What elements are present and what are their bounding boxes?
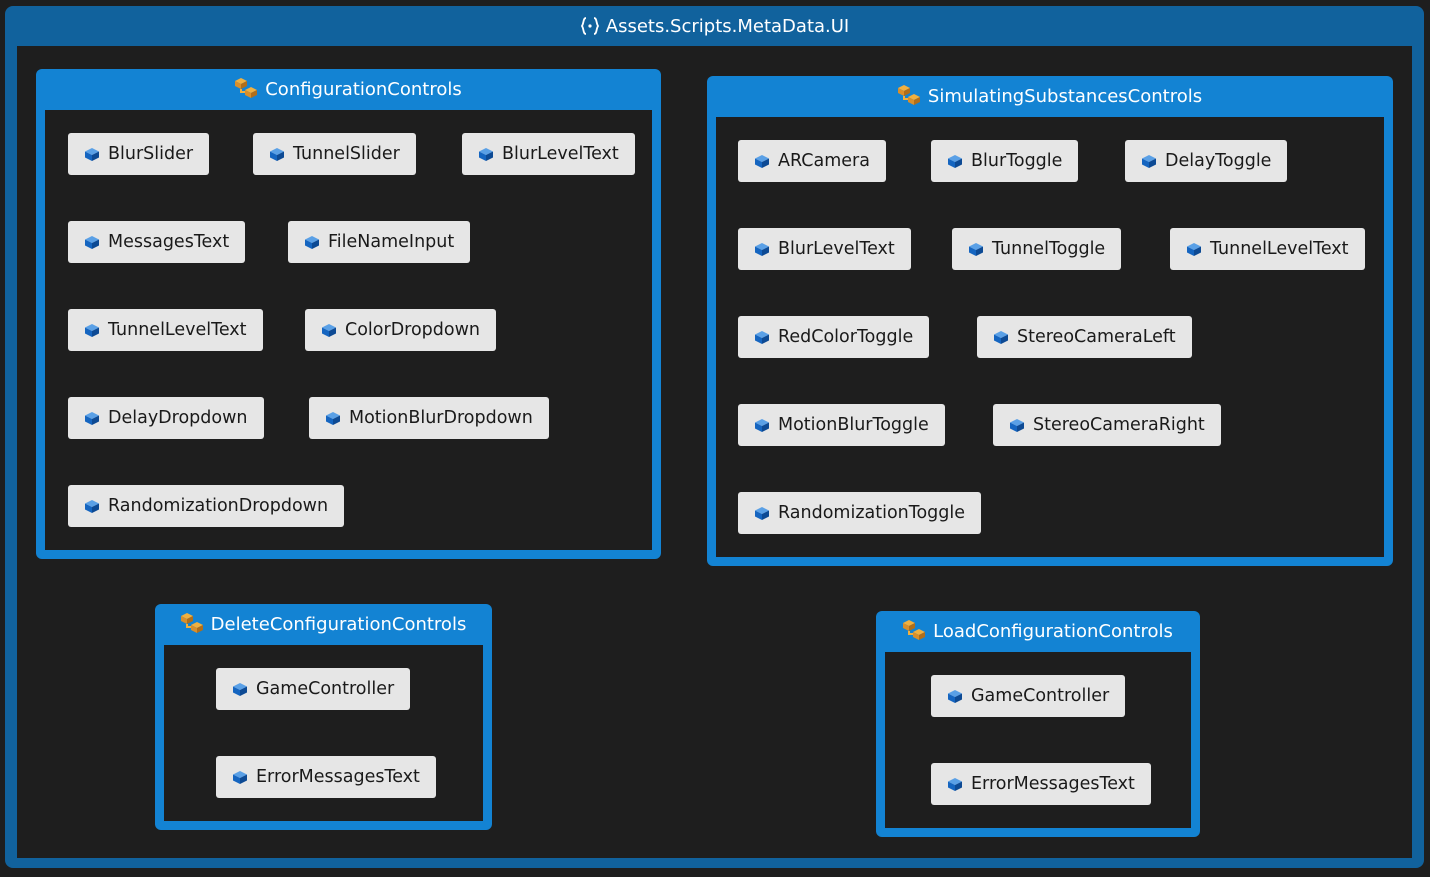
field-icon xyxy=(948,689,962,703)
field-icon xyxy=(326,411,340,425)
field-delay-toggle[interactable]: DelayToggle xyxy=(1125,140,1288,182)
field-icon xyxy=(1187,242,1201,256)
field-icon xyxy=(479,147,493,161)
class-title: ConfigurationControls xyxy=(265,78,462,100)
field-stereo-camera-left[interactable]: StereoCameraLeft xyxy=(977,316,1192,358)
field-ar-camera[interactable]: ARCamera xyxy=(738,140,886,182)
namespace-header[interactable]: Assets.Scripts.MetaData.UI xyxy=(5,6,1424,46)
field-error-messages-text[interactable]: ErrorMessagesText xyxy=(216,756,436,798)
field-icon xyxy=(233,770,247,784)
field-icon xyxy=(85,323,99,337)
field-icon xyxy=(305,235,319,249)
field-game-controller[interactable]: GameController xyxy=(931,675,1126,717)
field-icon xyxy=(1010,418,1024,432)
class-title: LoadConfigurationControls xyxy=(933,620,1173,642)
field-error-messages-text[interactable]: ErrorMessagesText xyxy=(931,763,1151,805)
class-icon xyxy=(179,612,205,635)
field-game-controller[interactable]: GameController xyxy=(216,668,411,710)
class-header[interactable]: ConfigurationControls xyxy=(36,69,661,109)
field-randomization-toggle[interactable]: RandomizationToggle xyxy=(738,492,982,534)
class-header[interactable]: SimulatingSubstancesControls xyxy=(707,76,1393,116)
namespace-braces-icon xyxy=(580,16,600,36)
class-title: DeleteConfigurationControls xyxy=(210,613,467,635)
field-icon xyxy=(270,147,284,161)
field-motion-blur-dropdown[interactable]: MotionBlurDropdown xyxy=(309,397,549,439)
field-blur-level-text[interactable]: BlurLevelText xyxy=(462,133,635,175)
field-icon xyxy=(85,235,99,249)
namespace-title: Assets.Scripts.MetaData.UI xyxy=(605,15,850,37)
field-messages-text[interactable]: MessagesText xyxy=(68,221,246,263)
field-file-name-input[interactable]: FileNameInput xyxy=(288,221,471,263)
field-blur-level-text[interactable]: BlurLevelText xyxy=(738,228,911,270)
field-tunnel-slider[interactable]: TunnelSlider xyxy=(253,133,416,175)
field-icon xyxy=(322,323,336,337)
class-icon xyxy=(902,619,927,642)
field-icon xyxy=(233,682,247,696)
field-tunnel-toggle[interactable]: TunnelToggle xyxy=(952,228,1122,270)
field-icon xyxy=(1142,154,1156,168)
field-icon xyxy=(755,154,769,168)
field-icon xyxy=(755,418,769,432)
field-icon xyxy=(85,411,99,425)
field-color-dropdown[interactable]: ColorDropdown xyxy=(305,309,497,351)
class-icon xyxy=(234,77,259,100)
field-icon xyxy=(755,242,769,256)
field-icon xyxy=(994,330,1008,344)
field-red-color-toggle[interactable]: RedColorToggle xyxy=(738,316,930,358)
field-stereo-camera-right[interactable]: StereoCameraRight xyxy=(993,404,1221,446)
field-icon xyxy=(755,506,769,520)
class-title: SimulatingSubstancesControls xyxy=(927,85,1203,107)
field-icon xyxy=(755,330,769,344)
field-delay-dropdown[interactable]: DelayDropdown xyxy=(68,397,264,439)
field-blur-toggle[interactable]: BlurToggle xyxy=(931,140,1079,182)
field-randomization-dropdown[interactable]: RandomizationDropdown xyxy=(68,485,345,527)
field-blur-slider[interactable]: BlurSlider xyxy=(68,133,210,175)
class-header[interactable]: DeleteConfigurationControls xyxy=(155,604,492,644)
field-icon xyxy=(948,777,962,791)
field-tunnel-level-text[interactable]: TunnelLevelText xyxy=(1170,228,1365,270)
field-icon xyxy=(85,147,99,161)
class-icon xyxy=(896,84,922,107)
field-tunnel-level-text[interactable]: TunnelLevelText xyxy=(68,309,263,351)
field-icon xyxy=(969,242,983,256)
field-icon xyxy=(948,154,962,168)
class-header[interactable]: LoadConfigurationControls xyxy=(876,611,1200,651)
field-motion-blur-toggle[interactable]: MotionBlurToggle xyxy=(738,404,945,446)
field-icon xyxy=(85,499,99,513)
